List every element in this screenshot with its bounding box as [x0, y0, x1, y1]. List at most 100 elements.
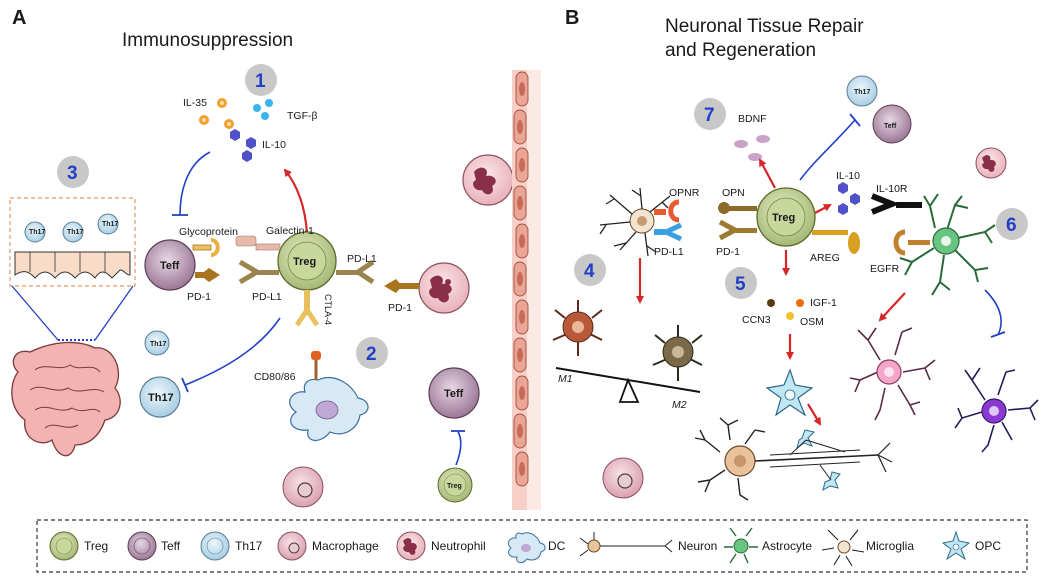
step-7-badge: 7 — [694, 98, 726, 130]
intestine-th17-2: Th17 — [67, 229, 83, 236]
th17-label-b: Th17 — [854, 89, 870, 96]
legend-item-teff: Teff — [127, 531, 181, 561]
th17-label-large: Th17 — [148, 392, 174, 404]
intestine-th17-3: Th17 — [102, 221, 118, 228]
m2-label: M2 — [672, 399, 687, 411]
legend-item-macrophage: Macrophage — [277, 531, 379, 561]
blood-vessel — [512, 70, 541, 510]
macrophage-icon — [277, 531, 307, 561]
ctla4-receptor — [294, 290, 320, 327]
ccn3-dot — [767, 299, 775, 307]
inhibit-cytokines-teff — [179, 151, 211, 216]
astrocyte-purple — [954, 367, 1039, 453]
legend-label-astrocyte: Astrocyte — [762, 539, 812, 553]
teff-cell-left: Teff — [144, 239, 196, 291]
vessel-cell-nucleus — [517, 120, 523, 134]
th17-label-small: Th17 — [150, 341, 166, 348]
pd1-receptor-b — [718, 219, 757, 241]
macrophage-cell-a — [282, 466, 324, 508]
glycoprotein-receptor — [192, 238, 220, 257]
balance-fulcrum — [618, 377, 640, 403]
neuron-icon — [579, 532, 673, 557]
treg-cell-center: Treg — [277, 231, 337, 291]
il35-label: IL-35 — [183, 97, 207, 109]
step-2-number: 2 — [366, 344, 377, 365]
vessel-cell-nucleus — [519, 310, 525, 324]
treg-icon — [49, 531, 79, 561]
areg-label: AREG — [810, 252, 840, 264]
pd1-label-b: PD-1 — [716, 246, 740, 258]
il10r-receptor — [870, 193, 922, 215]
opc-icon — [941, 530, 971, 561]
tgfb-label: TGF-β — [287, 110, 318, 122]
il35-molecules — [199, 98, 234, 129]
pd1-label-left: PD-1 — [187, 291, 211, 303]
microglia-icon — [821, 529, 865, 567]
step-1-badge: 1 — [245, 64, 277, 96]
vessel-cell-nucleus — [519, 82, 525, 96]
pd1-receptor-teff — [195, 268, 220, 282]
teff-label-left: Teff — [160, 260, 180, 272]
pdl1-receptor-b — [654, 222, 683, 242]
legend-label-neuron: Neuron — [678, 539, 717, 553]
vessel-cell-nucleus — [519, 386, 525, 400]
ctla4-label: CTLA-4 — [323, 294, 333, 325]
microglia-cell-b — [599, 187, 671, 257]
inhibit-treg-teff — [455, 431, 462, 466]
osm-label: OSM — [800, 316, 824, 328]
galectin1-receptor — [235, 235, 281, 251]
egfr-receptor — [893, 229, 930, 256]
panel-b-title-line1: Neuronal Tissue Repair — [665, 16, 864, 37]
opc-neuron-arrow — [807, 403, 822, 426]
step-6-number: 6 — [1006, 215, 1017, 236]
macrophage-cell-b — [602, 457, 644, 499]
legend-item-dc: DC — [507, 532, 566, 564]
legend-label-macrophage: Macrophage — [312, 539, 379, 553]
vessel-cell-nucleus — [517, 272, 523, 286]
legend-label-treg: Treg — [84, 539, 108, 553]
igf1-label: IGF-1 — [810, 297, 837, 309]
legend-label-teff: Teff — [161, 539, 181, 553]
step-2-badge: 2 — [356, 337, 388, 369]
intestine-organ — [11, 339, 121, 457]
legend-item-treg: Treg — [49, 531, 108, 561]
legend-box — [36, 519, 1028, 573]
ccn3-label: CCN3 — [742, 314, 771, 326]
pdl1-receptor-right — [336, 259, 375, 285]
opnr-receptor — [654, 199, 680, 223]
legend: Treg Teff Th17 Macrophage — [49, 527, 1001, 567]
step-1-number: 1 — [255, 71, 266, 92]
m1-microglia — [552, 300, 603, 356]
il10-molecules — [230, 129, 256, 162]
vessel-cell-nucleus — [519, 158, 525, 172]
m2-microglia — [652, 325, 703, 381]
opnr-label: OPNR — [669, 187, 700, 199]
step-4-number: 4 — [584, 261, 595, 282]
vessel-cell-nucleus — [517, 424, 523, 438]
teff-label-b: Teff — [884, 123, 897, 130]
treg-cell-b: Treg — [756, 187, 816, 247]
m1-label: M1 — [558, 373, 573, 385]
step-3-number: 3 — [67, 163, 78, 184]
intestine-zoom-box: Th17 Th17 Th17 — [9, 197, 136, 287]
pdl1-label-left: PD-L1 — [252, 291, 282, 303]
treg-label-center: Treg — [293, 256, 316, 268]
galectin1-label: Galectin-1 — [266, 225, 314, 237]
legend-label-opc: OPC — [975, 539, 1001, 553]
vessel-cell-nucleus — [519, 462, 525, 476]
legend-label-th17: Th17 — [235, 539, 263, 553]
treg-bdnf-arrow — [759, 158, 776, 189]
astrocyte-arrow — [878, 292, 906, 322]
opn-ligand — [718, 202, 757, 214]
step-7-number: 7 — [704, 105, 715, 126]
dc-icon — [507, 532, 546, 564]
teff-label-right: Teff — [444, 388, 464, 400]
panel-a-letter: A — [12, 7, 26, 29]
th17-icon — [200, 531, 230, 561]
neuron-cell-b — [694, 417, 893, 501]
vessel-cell-nucleus — [519, 234, 525, 248]
legend-item-neutrophil: Neutrophil — [396, 531, 486, 561]
bdnf-label: BDNF — [738, 113, 767, 125]
opc-cell-b — [765, 368, 814, 417]
cd80-label: CD80/86 — [254, 371, 296, 383]
